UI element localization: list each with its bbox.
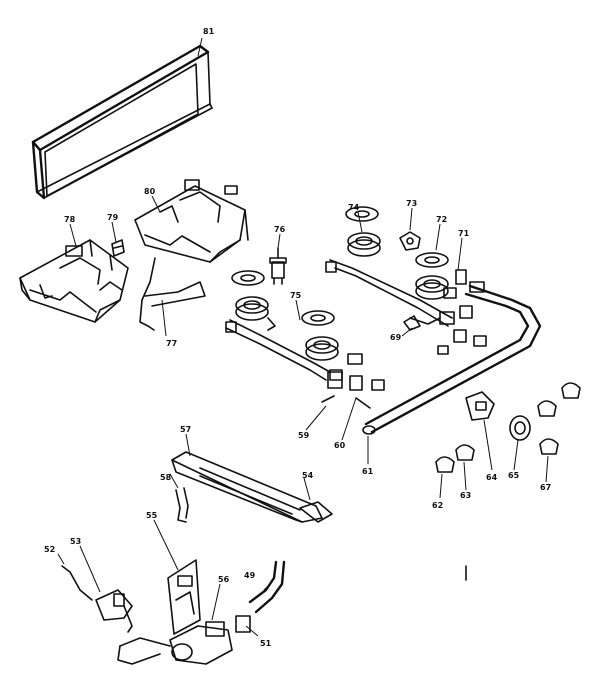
part-77-rod [139,257,206,331]
callout-62: 62 [432,501,443,510]
part-80-bracket [134,179,249,263]
callout-54: 54 [302,471,314,480]
callout-64: 64 [486,473,498,482]
callout-72: 72 [436,215,447,224]
part-58-stem [175,487,189,523]
part-73-nut [399,231,421,251]
valves [321,269,487,409]
right-burners [325,206,453,327]
callout-labels: 81 78 79 80 76 74 73 72 71 75 77 69 59 6… [44,27,551,648]
callout-49: 49 [244,571,256,580]
part-79-clip [111,239,125,257]
part-57-bar [171,451,333,523]
callout-61: 61 [362,467,374,476]
callout-67: 67 [540,483,551,492]
callout-65: 65 [508,471,520,480]
callout-52: 52 [44,545,55,554]
callout-58: 58 [160,473,172,482]
callout-77: 77 [166,339,177,348]
callout-59: 59 [298,431,310,440]
callout-80: 80 [144,187,156,196]
callout-79: 79 [107,213,119,222]
leader-lines [57,37,549,637]
callout-75: 75 [290,291,302,300]
regulator [117,615,251,665]
part-49-hose [248,560,286,614]
knobs [435,382,581,473]
left-burners [225,270,343,381]
part-55-plate [167,559,201,635]
part-78-bracket [19,239,129,323]
callout-73: 73 [406,199,417,208]
callout-69: 69 [390,333,402,342]
callout-57: 57 [180,425,191,434]
part-81-panel [31,44,213,200]
callout-51: 51 [260,639,272,648]
callout-74: 74 [348,203,360,212]
part-76-orifice [269,247,287,285]
part-53-igniter [61,565,133,633]
callout-76: 76 [274,225,286,234]
part-61-manifold [362,284,542,435]
callout-60: 60 [334,441,346,450]
callout-81: 81 [203,27,215,36]
callout-53: 53 [70,537,81,546]
callout-78: 78 [64,215,76,224]
callout-71: 71 [458,229,470,238]
callout-63: 63 [460,491,471,500]
callout-56: 56 [218,575,230,584]
callout-55: 55 [146,511,158,520]
